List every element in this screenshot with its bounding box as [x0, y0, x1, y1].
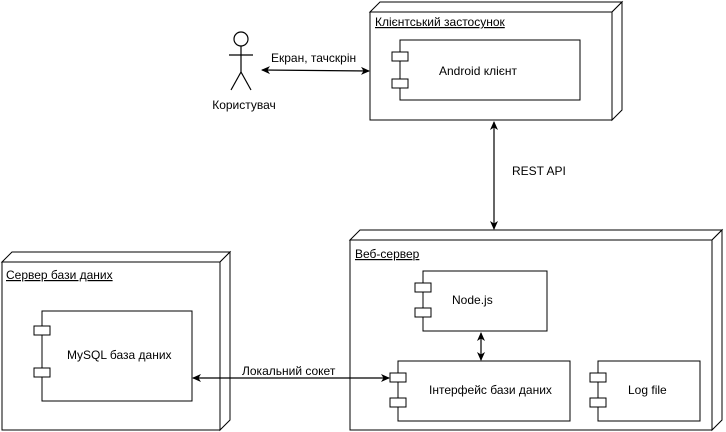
- actor-user-icon: [229, 31, 253, 91]
- connection-actor-client-label: Екран, тачскрін: [271, 51, 356, 65]
- component-nodejs: Node.js: [414, 270, 548, 332]
- component-log-file-label: Log file: [628, 383, 667, 397]
- component-db-interface: Інтерфейс бази даних: [389, 360, 571, 422]
- actor-user-label: Користувач: [212, 98, 276, 112]
- connection-web-db: Локальний сокет: [192, 364, 390, 382]
- component-mysql-label: MySQL база даних: [67, 348, 172, 362]
- connection-actor-client: Екран, тачскрін: [261, 51, 370, 75]
- component-nodejs-label: Node.js: [452, 293, 493, 307]
- component-android-client: Android клієнт: [391, 39, 581, 101]
- connection-client-web-label: REST API: [512, 164, 566, 178]
- node-web-server-title: Веб-сервер: [355, 247, 420, 261]
- component-android-client-label: Android клієнт: [439, 64, 517, 78]
- node-client-title: Клієнтський застосунок: [375, 15, 506, 29]
- node-db-server-title: Сервер бази даних: [6, 268, 113, 282]
- connection-web-db-label: Локальний сокет: [242, 364, 336, 378]
- connection-client-web: REST API: [490, 121, 566, 230]
- component-mysql: MySQL база даних: [33, 310, 193, 402]
- component-log-file: Log file: [589, 360, 701, 422]
- component-db-interface-label: Інтерфейс бази даних: [429, 383, 552, 397]
